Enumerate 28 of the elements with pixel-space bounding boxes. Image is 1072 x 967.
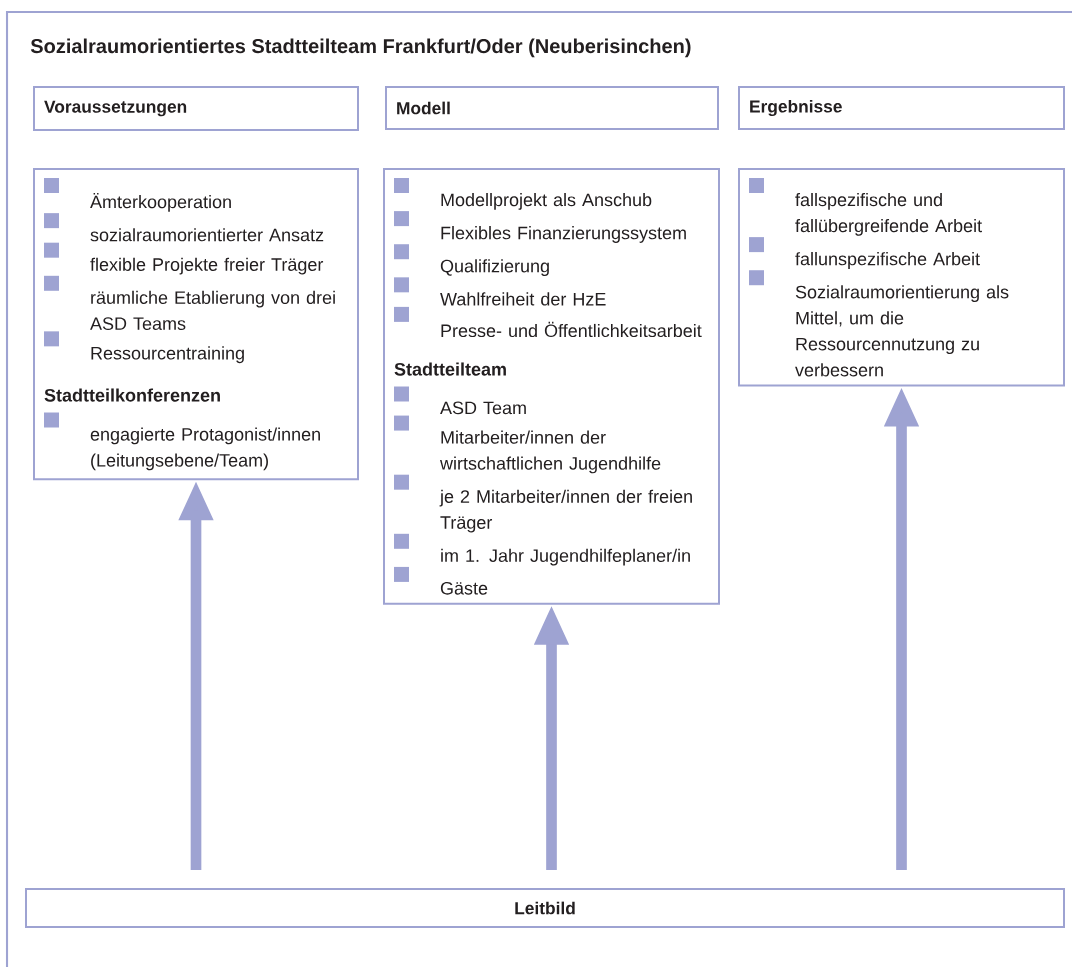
list-item: Ämterkooperation <box>90 193 231 212</box>
list-item: Mitarbeiter/innen der wirtschaftlichen Jugendhilfe <box>440 430 661 474</box>
list-item: Ressourcentraining <box>91 346 244 364</box>
list-box <box>738 168 1065 387</box>
list-item: räumliche Etablierung von drei ASD Teams <box>90 290 335 330</box>
list-item: im 1. Jahr Jugendhilfeplaner/in <box>441 548 690 566</box>
base-box: Leitbild <box>25 888 1065 928</box>
list-item: Wahlfreiheit der HzE <box>440 292 606 306</box>
list-item: fallspezifische und fallübergreifende Arbeit <box>795 193 982 236</box>
list-item: Gäste <box>440 581 488 595</box>
list-heading: Stadtteilkonferenzen <box>44 388 220 402</box>
list-item: Modellprojekt als Anschub <box>441 193 652 210</box>
list-item: Sozialraumorientierung als Mittel, um die Ressourcennutzung zu verbessern <box>795 285 1009 377</box>
list-item: ASD Team <box>440 401 526 415</box>
title: Sozialraumorientiertes Stadtteilteam Frankfurt/Oder (Neuberisinchen) <box>30 38 691 58</box>
list-item: sozialraumorientierter Ansatz <box>90 228 324 242</box>
list-box <box>383 168 720 605</box>
list-heading: Stadtteilteam <box>394 362 506 376</box>
list-item: Qualifizierung <box>440 259 549 276</box>
list-item: engagierte Protagonist/innen (Leitungsebene/Team) <box>90 427 320 471</box>
header-box: Voraussetzungen <box>33 86 359 131</box>
list-item: flexible Projekte freier Träger <box>90 257 324 275</box>
header-box: Modell <box>385 86 719 130</box>
list-item: Presse- und Öffentlichkeitsarbeit <box>441 321 702 338</box>
header-box: Ergebnisse <box>738 86 1065 130</box>
list-item: fallunspezifische Arbeit <box>795 252 980 269</box>
list-box <box>33 168 359 481</box>
list-item: Flexibles Finanzierungssystem <box>441 226 686 243</box>
